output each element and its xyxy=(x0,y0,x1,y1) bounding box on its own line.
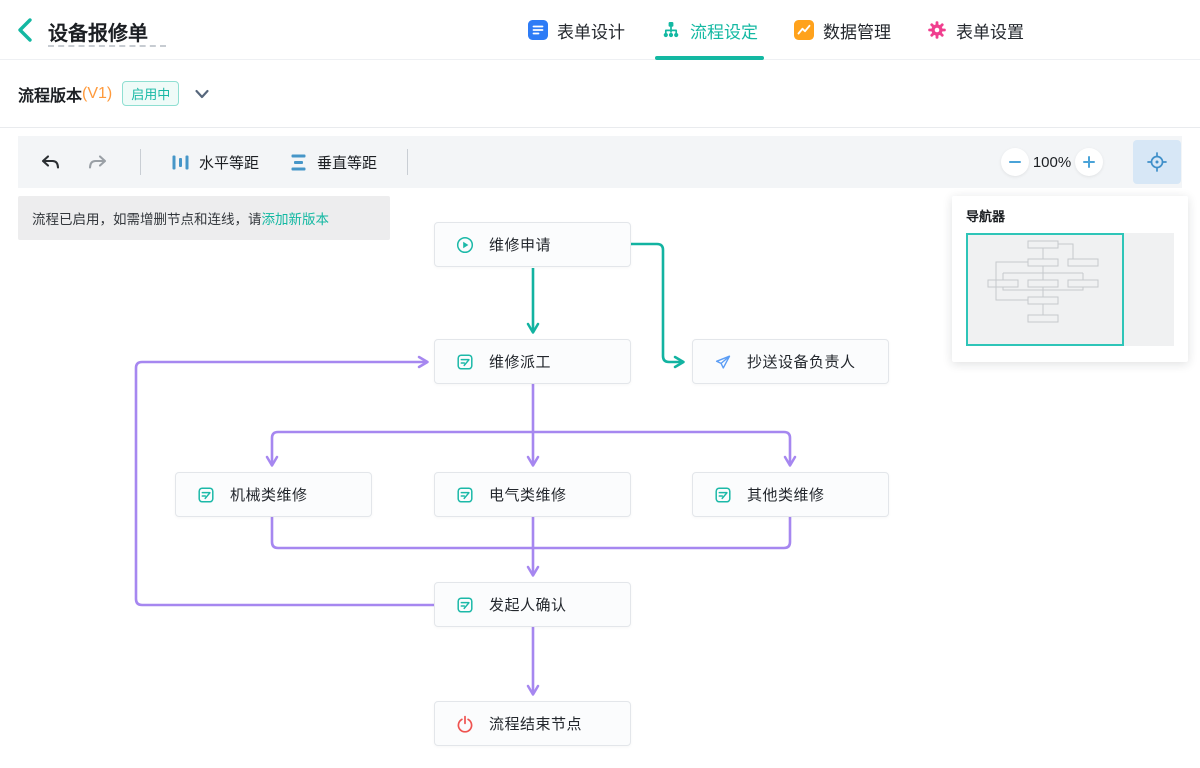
version-bar: 流程版本 (V1) 启用中 xyxy=(0,60,1200,128)
title-underline xyxy=(48,45,166,47)
form-design-icon xyxy=(528,20,548,40)
node-label: 发起人确认 xyxy=(489,597,567,614)
back-button[interactable] xyxy=(12,16,40,44)
tab-form-design[interactable]: 表单设计 xyxy=(528,0,625,60)
minimap xyxy=(966,233,1174,346)
page-title: 设备报修单 xyxy=(48,23,148,45)
toolbar-separator xyxy=(140,149,141,175)
undo-icon xyxy=(41,154,60,169)
send-icon xyxy=(715,355,731,369)
node-label: 其他类维修 xyxy=(747,487,825,504)
play-icon xyxy=(456,236,474,253)
node-label: 电气类维修 xyxy=(489,487,567,504)
distribute-horizontal-label: 水平等距 xyxy=(199,154,260,172)
node-other-repair[interactable]: 其他类维修 xyxy=(692,472,889,517)
tab-flow-setting[interactable]: 流程设定 xyxy=(655,0,764,60)
chevron-left-icon xyxy=(18,18,32,42)
tab-data-management[interactable]: 数据管理 xyxy=(794,0,891,60)
node-label: 维修派工 xyxy=(489,354,552,371)
tab-label: 表单设计 xyxy=(557,22,625,42)
tab-label: 数据管理 xyxy=(823,22,891,42)
node-mechanical-repair[interactable]: 机械类维修 xyxy=(175,472,372,517)
flow-icon xyxy=(663,22,679,38)
redo-icon xyxy=(88,154,107,169)
form-icon xyxy=(715,486,731,503)
form-icon xyxy=(457,486,473,503)
tab-bar: 表单设计 流程设定 数据管理 xyxy=(528,0,1024,60)
zoom-in-button[interactable] xyxy=(1075,148,1103,176)
version-dropdown-button[interactable] xyxy=(193,85,211,103)
form-icon xyxy=(198,486,214,503)
flow-canvas[interactable]: 流程已启用，如需增删节点和连线，请添加新版本 维修申请 维修派工 xyxy=(0,188,1200,768)
tab-label: 表单设置 xyxy=(956,22,1024,42)
undo-button[interactable] xyxy=(40,153,61,172)
form-icon xyxy=(457,596,473,613)
minimap-viewport[interactable] xyxy=(966,233,1124,346)
toolbar: 水平等距 垂直等距 100% xyxy=(18,136,1182,188)
redo-button[interactable] xyxy=(87,153,108,172)
node-initiator-confirm[interactable]: 发起人确认 xyxy=(434,582,631,627)
node-label: 抄送设备负责人 xyxy=(747,354,856,371)
tab-form-settings[interactable]: 表单设置 xyxy=(927,0,1024,60)
node-repair-dispatch[interactable]: 维修派工 xyxy=(434,339,631,384)
tab-label: 流程设定 xyxy=(690,22,758,42)
toolbar-separator xyxy=(407,149,409,175)
node-label: 流程结束节点 xyxy=(489,716,583,733)
distribute-horizontal-icon xyxy=(172,155,189,169)
distribute-vertical-icon xyxy=(291,154,306,170)
node-cc-equipment-owner[interactable]: 抄送设备负责人 xyxy=(692,339,889,384)
zoom-level: 100% xyxy=(1032,153,1072,171)
zoom-out-button[interactable] xyxy=(1001,148,1029,176)
power-icon xyxy=(457,715,473,733)
node-label: 维修申请 xyxy=(489,237,552,254)
distribute-vertical-label: 垂直等距 xyxy=(317,154,378,172)
minus-icon xyxy=(1009,161,1021,163)
node-label: 机械类维修 xyxy=(230,487,308,504)
node-electrical-repair[interactable]: 电气类维修 xyxy=(434,472,631,517)
minimap-graph xyxy=(987,240,1099,323)
version-label: 流程版本 xyxy=(18,87,83,105)
header: 设备报修单 表单设计 流程设定 xyxy=(0,0,1200,60)
status-badge: 启用中 xyxy=(122,81,180,106)
navigator-title: 导航器 xyxy=(966,209,1006,224)
gear-icon xyxy=(928,21,946,39)
version-number: (V1) xyxy=(82,84,113,102)
notice-text: 流程已启用，如需增删节点和连线，请 xyxy=(32,212,262,227)
distribute-vertical-button[interactable]: 垂直等距 xyxy=(289,152,377,173)
node-repair-request[interactable]: 维修申请 xyxy=(434,222,631,267)
plus-icon xyxy=(1083,156,1095,168)
navigator-toggle-button[interactable] xyxy=(1133,140,1181,184)
form-icon xyxy=(457,353,473,370)
data-chart-icon xyxy=(794,20,814,40)
add-version-link[interactable]: 添加新版本 xyxy=(261,212,330,227)
distribute-horizontal-button[interactable]: 水平等距 xyxy=(171,152,259,173)
navigator-panel: 导航器 xyxy=(952,196,1188,362)
crosshair-icon xyxy=(1147,152,1167,172)
notice-banner: 流程已启用，如需增删节点和连线，请添加新版本 xyxy=(18,196,390,240)
node-process-end[interactable]: 流程结束节点 xyxy=(434,701,631,746)
chevron-down-icon xyxy=(195,89,209,98)
